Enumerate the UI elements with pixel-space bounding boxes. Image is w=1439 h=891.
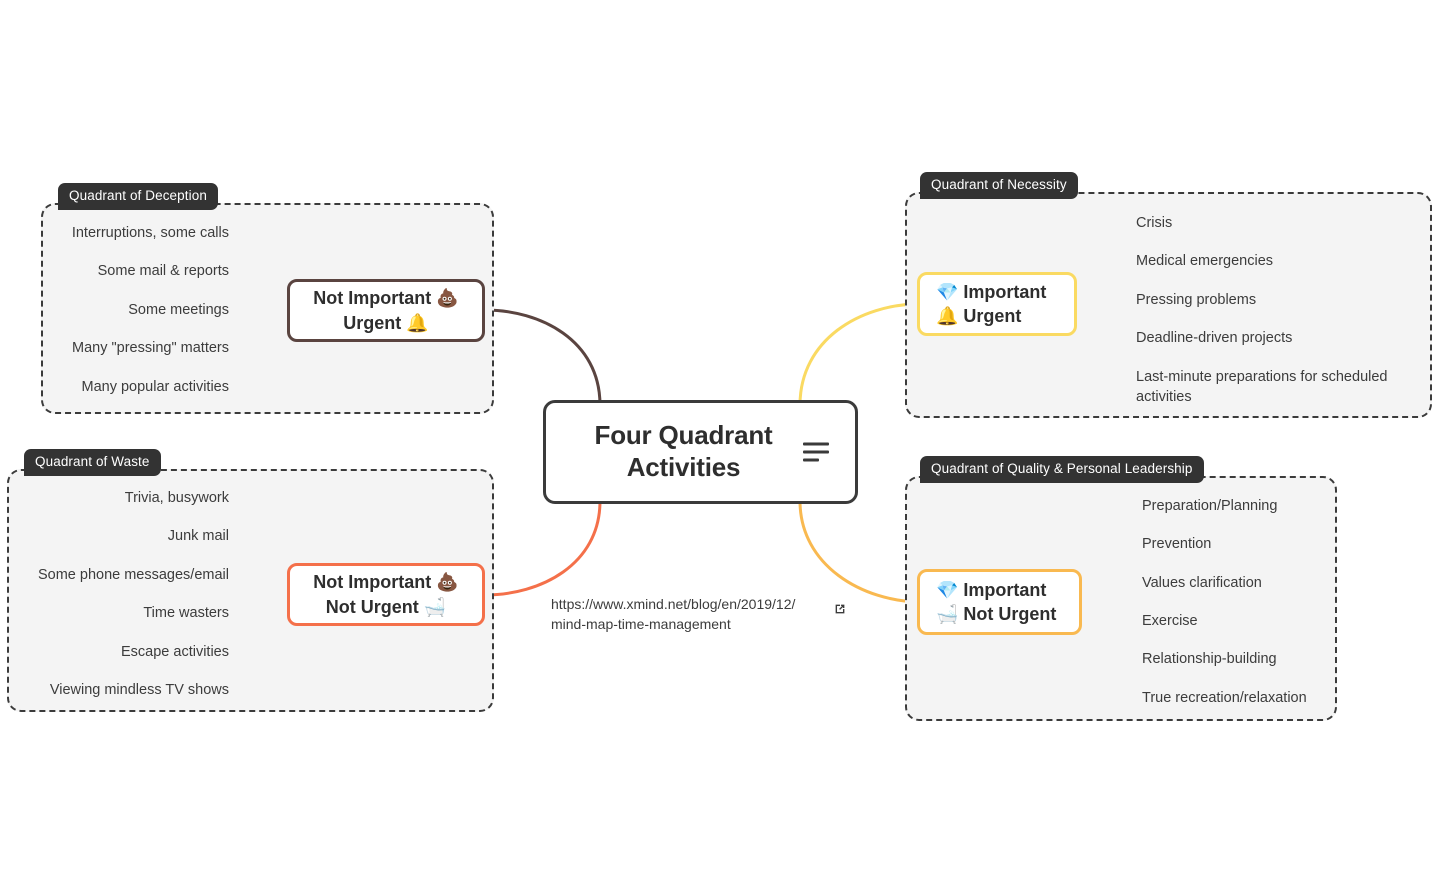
notes-icon[interactable] bbox=[803, 442, 829, 462]
leaf-waste-2[interactable]: Some phone messages/email bbox=[37, 567, 229, 583]
leaf-quality-3[interactable]: Exercise bbox=[1142, 613, 1198, 629]
leaf-quality-2[interactable]: Values clarification bbox=[1142, 575, 1262, 591]
leaf-necessity-0[interactable]: Crisis bbox=[1136, 215, 1173, 231]
leaf-waste-1[interactable]: Junk mail bbox=[167, 528, 229, 544]
page-title: Four Quadrant Activities bbox=[594, 420, 773, 482]
branch-link-necessity bbox=[798, 302, 922, 407]
leaf-deception-2[interactable]: Some meetings bbox=[128, 302, 229, 318]
leaf-quality-0[interactable]: Preparation/Planning bbox=[1142, 498, 1278, 514]
leaf-deception-0[interactable]: Interruptions, some calls bbox=[71, 225, 229, 241]
branch-node-label: 💎 Important 🔔 Urgent bbox=[936, 281, 1047, 326]
external-link-icon[interactable] bbox=[833, 602, 847, 616]
branch-link-deception bbox=[483, 308, 602, 407]
leaf-necessity-3[interactable]: Deadline-driven projects bbox=[1136, 330, 1293, 346]
branch-node-deception[interactable]: Not Important 💩 Urgent 🔔 bbox=[287, 279, 485, 342]
quadrant-tab-quality[interactable]: Quadrant of Quality & Personal Leadershi… bbox=[920, 456, 1204, 483]
leaf-deception-3[interactable]: Many "pressing" matters bbox=[72, 340, 229, 356]
quadrant-tab-necessity[interactable]: Quadrant of Necessity bbox=[920, 172, 1078, 199]
quadrant-tab-waste[interactable]: Quadrant of Waste bbox=[24, 449, 161, 476]
root-node[interactable]: Four Quadrant Activities bbox=[543, 400, 858, 504]
branch-link-waste bbox=[483, 499, 602, 597]
leaf-waste-4[interactable]: Escape activities bbox=[121, 644, 229, 660]
leaf-quality-5[interactable]: True recreation/relaxation bbox=[1142, 690, 1307, 706]
branch-node-label: Not Important 💩 Not Urgent 🛁 bbox=[313, 572, 459, 617]
branch-node-label: Not Important 💩 Urgent 🔔 bbox=[313, 288, 459, 333]
branch-node-waste[interactable]: Not Important 💩 Not Urgent 🛁 bbox=[287, 563, 485, 626]
branch-link-quality bbox=[798, 499, 924, 604]
branch-node-quality[interactable]: 💎 Important 🛁 Not Urgent bbox=[917, 569, 1082, 635]
leaf-quality-1[interactable]: Prevention bbox=[1142, 536, 1212, 552]
leaf-waste-0[interactable]: Trivia, busywork bbox=[124, 490, 229, 506]
leaf-necessity-2[interactable]: Pressing problems bbox=[1136, 292, 1257, 308]
leaf-deception-4[interactable]: Many popular activities bbox=[81, 379, 230, 395]
leaf-waste-5[interactable]: Viewing mindless TV shows bbox=[49, 682, 229, 698]
branch-node-label: 💎 Important 🛁 Not Urgent bbox=[936, 579, 1057, 624]
leaf-quality-4[interactable]: Relationship-building bbox=[1142, 651, 1277, 667]
leaf-necessity-1[interactable]: Medical emergencies bbox=[1136, 253, 1274, 269]
leaf-necessity-4[interactable]: Last-minute preparations for scheduled a… bbox=[1136, 369, 1388, 405]
source-url[interactable]: https://www.xmind.net/blog/en/2019/12/ m… bbox=[551, 596, 796, 633]
leaf-waste-3[interactable]: Time wasters bbox=[143, 605, 229, 621]
branch-node-necessity[interactable]: 💎 Important 🔔 Urgent bbox=[917, 272, 1077, 336]
quadrant-tab-deception[interactable]: Quadrant of Deception bbox=[58, 183, 218, 210]
leaf-deception-1[interactable]: Some mail & reports bbox=[97, 263, 229, 279]
